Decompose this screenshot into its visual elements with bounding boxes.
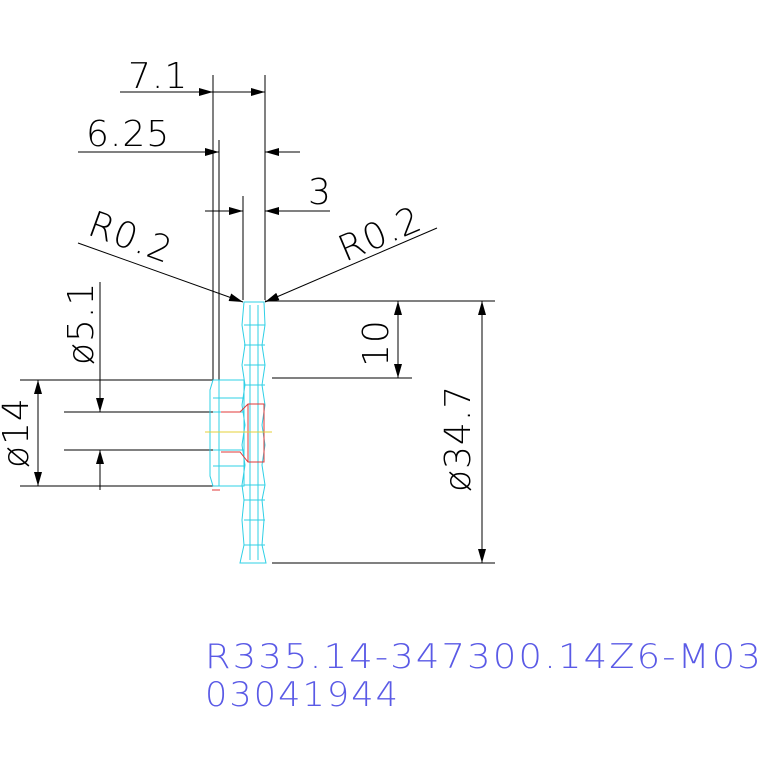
dim-label-hub-diameter: ø14 bbox=[0, 397, 37, 468]
dim-label-radius-right: R0.2 bbox=[332, 199, 427, 270]
dimension-lines bbox=[20, 75, 495, 564]
dim-label-overall-width: 7.1 bbox=[128, 56, 188, 97]
part-number: R335.14-347300.14Z6-M03 bbox=[205, 637, 763, 677]
item-code: 03041944 bbox=[205, 675, 400, 715]
dim-label-edge-width: 3 bbox=[308, 172, 332, 213]
dim-label-outer-diameter: ø34.7 bbox=[438, 385, 479, 492]
hidden-section bbox=[212, 403, 265, 491]
dim-label-seat-width: 6.25 bbox=[86, 114, 170, 155]
dim-label-offset: 10 bbox=[356, 319, 397, 367]
dim-label-inner-diameter: ø5.1 bbox=[61, 282, 102, 365]
